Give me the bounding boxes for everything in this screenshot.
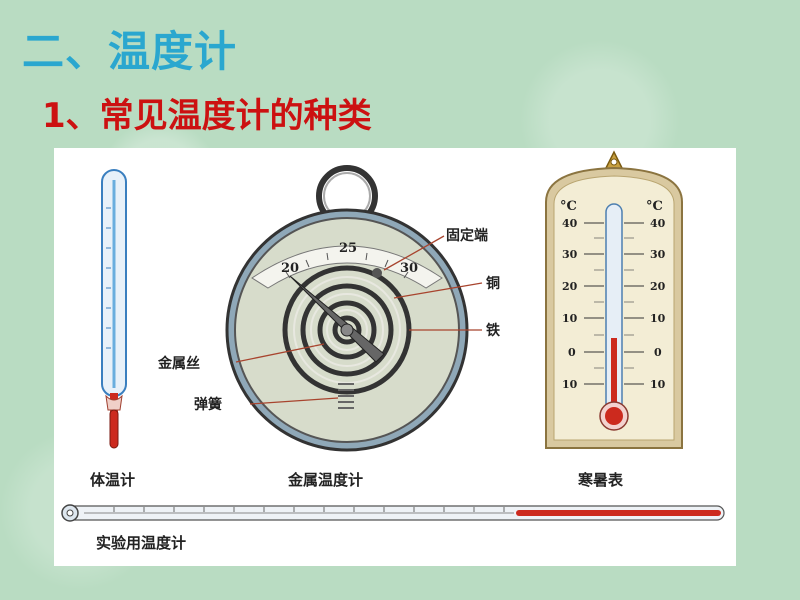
scale-left-0: 0 xyxy=(568,346,576,359)
slide-subtitle: 1、常见温度计的种类 xyxy=(42,96,372,136)
scale-left-10: 10 xyxy=(562,312,578,325)
unit-right: °C xyxy=(646,199,663,214)
dial-tick-30: 30 xyxy=(400,261,418,276)
callout-spring: 弹簧 xyxy=(194,396,222,413)
dial-tick-20: 20 xyxy=(281,261,299,276)
scale-right-30: 30 xyxy=(650,248,666,261)
scale-right-10: 10 xyxy=(650,312,666,325)
scale-right-minus-10: 10 xyxy=(650,378,666,391)
lab-thermometer xyxy=(61,504,725,522)
callout-iron: 铁 xyxy=(486,322,500,339)
body-thermometer xyxy=(101,169,127,449)
scale-left-20: 20 xyxy=(562,280,578,293)
body-thermometer-caption: 体温计 xyxy=(90,471,135,489)
metal-thermometer xyxy=(225,165,483,452)
callout-metal-wire: 金属丝 xyxy=(157,355,200,372)
min-max-thermometer xyxy=(545,150,683,449)
scale-left-40: 40 xyxy=(562,217,578,230)
callout-fixed-end: 固定端 xyxy=(446,227,488,244)
metal-thermometer-caption: 金属温度计 xyxy=(287,471,363,489)
callout-copper: 铜 xyxy=(486,275,500,292)
scale-left-30: 30 xyxy=(562,248,578,261)
unit-left: °C xyxy=(560,199,577,214)
thermometer-figure-panel: 体温计 xyxy=(54,148,736,566)
slide-title: 二、温度计 xyxy=(22,27,238,76)
scale-left-minus-10: 10 xyxy=(562,378,578,391)
dial-tick-25: 25 xyxy=(339,241,357,256)
scale-right-20: 20 xyxy=(650,280,666,293)
scale-right-40: 40 xyxy=(650,217,666,230)
lab-thermometer-caption: 实验用温度计 xyxy=(96,534,186,552)
min-max-thermometer-caption: 寒暑表 xyxy=(578,471,624,489)
scale-right-0: 0 xyxy=(654,346,662,359)
